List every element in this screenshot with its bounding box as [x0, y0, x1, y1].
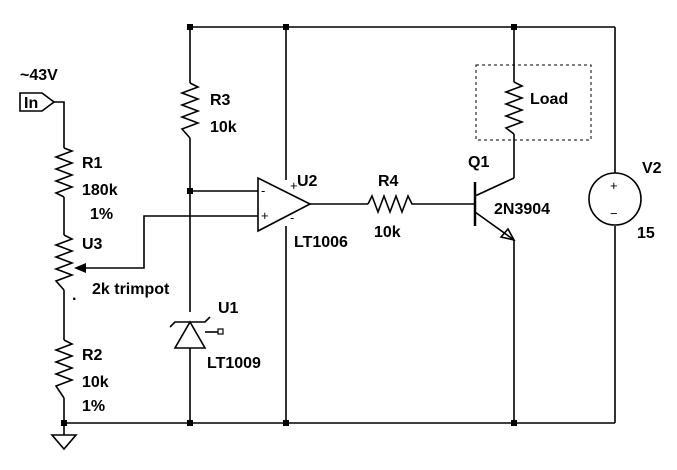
- zener-cathode-bar: [169, 316, 211, 328]
- resistor-r3-ref: R3: [210, 92, 231, 109]
- resistor-r1-tolerance: 1%: [90, 206, 113, 223]
- load-label: Load: [530, 91, 568, 108]
- transistor-emitter-lead: [474, 211, 515, 241]
- opamp-u2-part: LT1006: [294, 234, 348, 251]
- resistor-r4-value: 10k: [374, 224, 401, 241]
- input-port-label: In: [24, 95, 38, 112]
- resistor-r3: R3 10k: [179, 82, 237, 139]
- junction-dot: [187, 188, 193, 194]
- load-dashed-box: [475, 64, 592, 141]
- trimpot-u3-part: 2k trimpot: [92, 281, 170, 298]
- resistor-r1: R1 180k 1%: [53, 147, 118, 223]
- junction-dot: [511, 24, 517, 30]
- junction-dots: [61, 24, 517, 426]
- voltage-source-v2: + − V2 15: [588, 160, 662, 242]
- voltage-source-v2-value: 15: [637, 225, 655, 242]
- junction-dot: [187, 420, 193, 426]
- trimpot-u3-ref: U3: [82, 236, 103, 253]
- junction-dot: [61, 420, 67, 426]
- trimpot-wiper-arrow-icon: [74, 263, 86, 273]
- resistor-r2-symbol: [53, 339, 75, 399]
- zener-u1-ref: U1: [218, 300, 239, 317]
- transistor-q1-ref: Q1: [468, 154, 489, 171]
- opamp-u2: - + + - U2 LT1006: [257, 173, 348, 251]
- zener-adjust-pin: [217, 328, 224, 335]
- input-voltage-note: ~43V: [20, 67, 58, 84]
- junction-dot: [187, 24, 193, 30]
- trimpot-u3: U3 2k trimpot .: [53, 234, 170, 304]
- transistor-emitter-arrow-icon: [499, 227, 516, 242]
- transistor-q1-part: 2N3904: [494, 201, 550, 218]
- zener-u1: U1 LT1009: [169, 300, 261, 372]
- opamp-vplus-sign: +: [290, 178, 298, 193]
- voltage-source-circle: [588, 172, 642, 226]
- opamp-minus-input-sign: -: [261, 183, 265, 198]
- zener-u1-part: LT1009: [207, 355, 261, 372]
- ground-icon: [50, 434, 78, 451]
- transistor-q1: Q1 2N3904: [468, 154, 550, 242]
- wires: [54, 26, 616, 435]
- input-port: In ~43V: [19, 67, 58, 112]
- voltage-source-minus-sign: −: [610, 206, 618, 221]
- opamp-u2-ref: U2: [297, 173, 318, 190]
- resistor-r4: R4 10k: [367, 173, 416, 241]
- zener-diode-symbol: [173, 320, 207, 349]
- voltage-source-plus-sign: +: [610, 178, 618, 193]
- ground-symbol: [50, 434, 78, 451]
- junction-dot: [283, 24, 289, 30]
- resistor-r1-value: 180k: [82, 182, 118, 199]
- junction-dot: [283, 420, 289, 426]
- resistor-r4-symbol: [367, 193, 416, 215]
- resistor-r3-value: 10k: [210, 119, 237, 136]
- voltage-source-v2-ref: V2: [642, 160, 662, 177]
- opamp-triangle: [257, 176, 312, 233]
- trimpot-u3-dot: .: [72, 287, 76, 304]
- wiper-wire: [82, 215, 258, 269]
- resistor-r2-value: 10k: [82, 374, 109, 391]
- transistor-collector-lead: [474, 177, 515, 197]
- input-port-flag: [19, 92, 56, 112]
- junction-dot: [511, 420, 517, 426]
- resistor-r1-ref: R1: [82, 155, 103, 172]
- opamp-plus-input-sign: +: [261, 208, 269, 223]
- resistor-r3-symbol: [179, 82, 201, 139]
- trimpot-u3-symbol: [53, 234, 75, 291]
- load-block: Load: [475, 64, 592, 141]
- resistor-r2-tolerance: 1%: [82, 398, 105, 415]
- resistor-r1-symbol: [53, 147, 75, 198]
- load-resistor-symbol: [503, 81, 525, 135]
- resistor-r2-ref: R2: [82, 347, 103, 364]
- opamp-vminus-sign: -: [290, 210, 294, 225]
- input-wire: [54, 101, 65, 148]
- resistor-r2: R2 10k 1%: [53, 339, 109, 415]
- resistor-r4-ref: R4: [378, 173, 399, 190]
